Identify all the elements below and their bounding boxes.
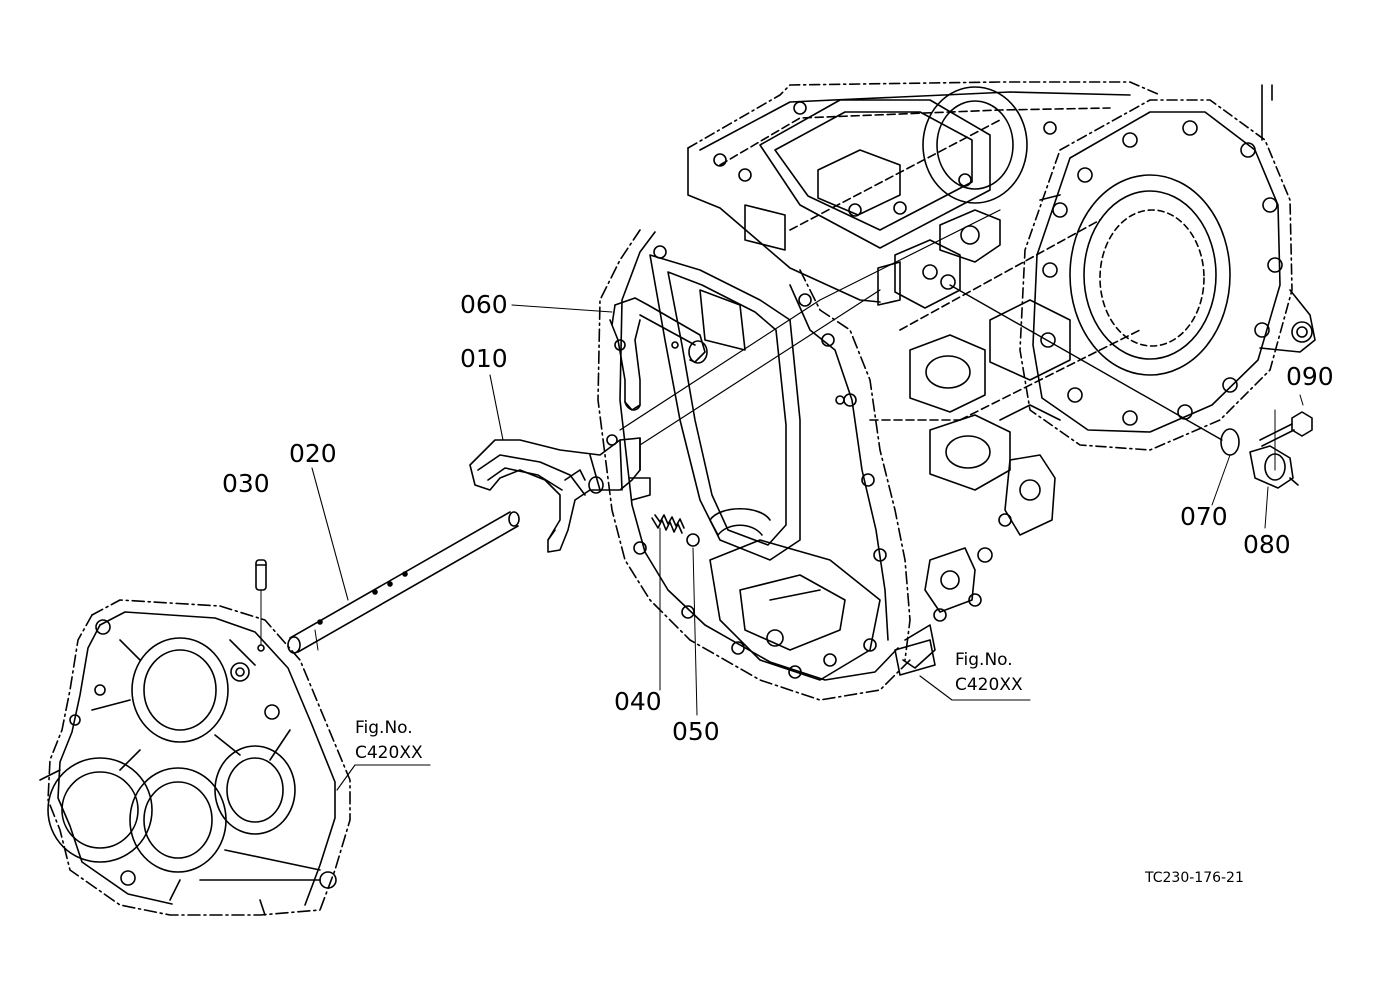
figure-ref-right-line2: C420XX [955,675,1023,695]
figure-ref-right-line1: Fig.No. [955,650,1013,670]
part-label-030: 030 [222,469,270,498]
part-label-050: 050 [672,717,720,746]
part-010-shift-fork [469,437,651,553]
part-080-plate [1249,445,1299,529]
figure-ref-left-line2: C420XX [355,743,423,763]
part-050-ball [686,533,700,716]
part-label-040: 040 [614,687,662,716]
part-labels: 060 010 020 030 040 050 090 070 080 Fig.… [222,290,1334,886]
part-030-pin [255,559,267,652]
part-090-bolt [1259,394,1313,471]
part-070-o-ring [1211,428,1240,506]
leader-lines [311,304,1031,791]
part-label-020: 020 [289,439,337,468]
transmission-housing [597,81,1316,701]
part-label-090: 090 [1286,362,1334,391]
left-cover-housing [39,599,351,916]
part-020-shift-rod [287,511,520,654]
drawing-code: TC230-176-21 [1144,870,1244,886]
part-040-spring [651,514,685,691]
part-label-080: 080 [1243,530,1291,559]
part-label-010: 010 [460,344,508,373]
part-060-shift-lever [609,297,708,411]
part-label-070: 070 [1180,502,1228,531]
part-label-060: 060 [460,290,508,319]
figure-ref-left-line1: Fig.No. [355,718,413,738]
